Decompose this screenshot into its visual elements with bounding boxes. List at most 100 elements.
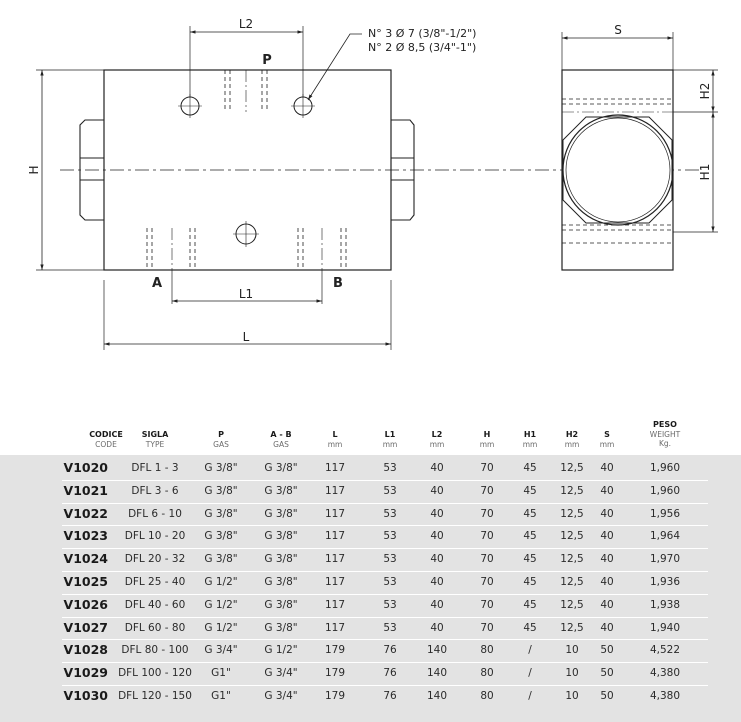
cell-l2: 40: [430, 576, 444, 588]
cell-h2: 12,5: [560, 530, 584, 543]
label-h2: H2: [698, 83, 712, 100]
cell-p: G 3/8": [204, 462, 238, 474]
row-separator: [62, 616, 708, 618]
label-h: H: [27, 165, 41, 174]
row-separator: [62, 571, 708, 572]
cell-code: V1028: [63, 642, 108, 658]
cell-type: DFL 6 - 10: [128, 507, 182, 520]
cell-h2: 12,5: [560, 621, 584, 634]
header-sub: GAS: [213, 440, 229, 449]
cell-ab: G 3/8": [264, 576, 298, 588]
cell-l: 117: [324, 553, 346, 566]
row-separator: [62, 639, 708, 641]
header-sub: mm: [479, 440, 495, 449]
cell-l: 117: [324, 576, 346, 588]
cell-l: 117: [324, 484, 346, 497]
header-sub: mm: [564, 440, 580, 449]
cell-weight: 1,936: [649, 576, 681, 588]
cell-p: G1": [211, 667, 231, 680]
cell-weight: 1,960: [649, 484, 681, 497]
cell-l1: 53: [383, 553, 397, 566]
cell-s: 40: [600, 484, 614, 497]
cell-p: G 3/8": [204, 507, 238, 520]
row-separator: [62, 479, 708, 481]
cell-h1: /: [528, 667, 532, 680]
cell-h2: 12,5: [560, 553, 584, 566]
cell-l2: 140: [426, 690, 448, 702]
label-l1: L1: [239, 287, 253, 301]
row-separator: [62, 662, 708, 664]
cell-l1: 53: [383, 462, 397, 474]
cell-weight: 1,964: [649, 530, 681, 543]
cell-s: 40: [600, 621, 614, 634]
row-separator: [62, 685, 708, 686]
cell-type: DFL 80 - 100: [121, 644, 189, 657]
cell-h: 70: [480, 576, 494, 588]
cell-p: G 1/2": [204, 598, 238, 611]
cell-l1: 76: [383, 644, 397, 657]
header-sub: mm: [522, 440, 538, 449]
cell-h1: 45: [523, 621, 537, 634]
cell-h2: 12,5: [560, 484, 584, 497]
cell-s: 50: [600, 690, 614, 702]
header-sub: CODE: [95, 440, 117, 449]
cell-l1: 76: [383, 667, 397, 680]
cell-h: 80: [480, 644, 494, 657]
hex-outline: [562, 116, 673, 224]
cell-s: 40: [600, 598, 614, 611]
cell-p: G 3/4": [204, 644, 238, 657]
header-sub: mm: [429, 440, 445, 449]
cell-type: DFL 25 - 40: [124, 576, 186, 588]
cell-h1: 45: [523, 598, 537, 611]
cell-type: DFL 3 - 6: [131, 484, 179, 497]
cell-p: G 3/8": [204, 530, 238, 543]
note-leader: [307, 33, 362, 101]
header-label: L1: [384, 430, 396, 439]
cell-l2: 40: [430, 598, 444, 611]
cell-weight: 1,956: [649, 507, 681, 520]
cell-h2: 10: [565, 690, 579, 702]
header-label: H: [483, 430, 491, 439]
cell-code: V1026: [63, 596, 108, 612]
cell-h2: 12,5: [560, 462, 584, 474]
cell-l: 117: [324, 462, 346, 474]
cell-code: V1020: [63, 460, 108, 475]
cell-l2: 140: [426, 644, 448, 657]
cell-h: 70: [480, 484, 494, 497]
cell-h1: 45: [523, 484, 537, 497]
header-label: L2: [431, 430, 443, 439]
cell-l: 117: [324, 530, 346, 543]
cell-ab: G 3/4": [264, 667, 298, 680]
cell-l2: 40: [430, 507, 444, 520]
cell-type: DFL 1 - 3: [131, 462, 179, 474]
side-view: [561, 32, 718, 271]
row-separator: [62, 525, 708, 527]
cell-code: V1029: [63, 665, 108, 681]
cell-weight: 1,960: [649, 462, 681, 474]
cell-l1: 76: [383, 690, 397, 702]
cell-h2: 12,5: [560, 598, 584, 611]
cell-s: 50: [600, 667, 614, 680]
cell-s: 40: [600, 507, 614, 520]
cell-l2: 40: [430, 484, 444, 497]
cell-h1: 45: [523, 576, 537, 588]
header-label: CODICE: [89, 430, 123, 439]
cell-weight: 1,940: [649, 621, 681, 634]
row-separator: [62, 548, 708, 550]
cell-l1: 53: [383, 576, 397, 588]
cell-l: 179: [324, 644, 346, 657]
technical-drawing: L2 P A B L1 L H N° 3 Ø 7 (3/8"-1/2") N° …: [27, 17, 718, 350]
header-label: A - B: [270, 430, 292, 439]
cell-ab: G 3/8": [264, 507, 298, 520]
